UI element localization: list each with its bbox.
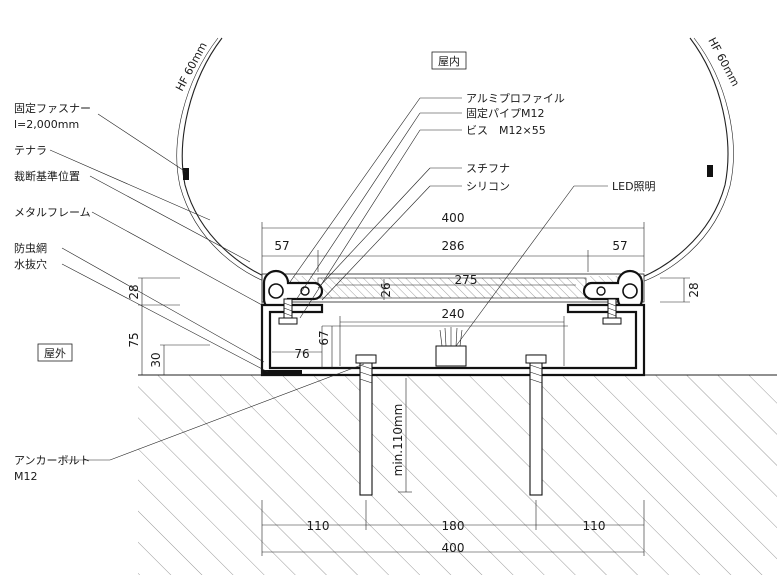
dim-left-28: 28	[127, 284, 141, 299]
drain-hole-label: 水抜穴	[14, 257, 47, 271]
dim-right-28: 28	[687, 282, 701, 297]
metal-frame	[260, 303, 646, 377]
led-label: LED照明	[612, 180, 656, 193]
dim-inner-67: 67	[317, 330, 331, 345]
leader-lines	[49, 97, 608, 461]
insect-net-label: 防虫網	[14, 241, 47, 255]
dim-bottom-overall: 400	[442, 541, 465, 555]
dim-bottom-110-left: 110	[307, 519, 330, 533]
pipe-profile-right	[582, 269, 644, 313]
dim-bottom-180: 180	[442, 519, 465, 533]
dim-top-overall: 400	[442, 211, 465, 225]
anchor-bolt-label: アンカーボルト	[14, 454, 91, 467]
cut-line-label: 裁断基準位置	[14, 169, 80, 183]
fixed-pipe-label: 固定パイプM12	[466, 106, 545, 120]
anchor-bolt-left	[355, 354, 377, 496]
anchor-bolt-size-label: M12	[14, 470, 38, 483]
indoor-box	[431, 51, 467, 70]
pipe-profile-left	[262, 269, 324, 313]
dim-right-57: 57	[612, 239, 627, 253]
dim-anchor-depth: min.110mm	[391, 404, 405, 477]
led-light	[435, 327, 467, 367]
stifuna-label: スチフナ	[466, 162, 510, 175]
dim-left-57: 57	[274, 239, 289, 253]
outdoor-label: 屋外	[44, 347, 66, 360]
screw-left	[278, 298, 298, 325]
screw-label: ビス M12×55	[466, 124, 546, 137]
fastener-mark-left	[183, 168, 189, 180]
dim-left-75: 75	[127, 332, 141, 347]
dim-inner-240: 240	[442, 307, 465, 321]
fastener-mark-right	[707, 165, 713, 177]
dim-inner-275: 275	[455, 273, 478, 287]
silicone-label: シリコン	[466, 180, 510, 193]
screw-right	[602, 298, 622, 325]
fastener-label: 固定ファスナー	[14, 101, 91, 115]
dim-left-30: 30	[149, 352, 163, 367]
aluminum-profile-label: アルミプロファイル	[466, 92, 565, 105]
indoor-label: 屋内	[438, 54, 460, 68]
ground	[138, 374, 777, 575]
outdoor-box	[37, 343, 73, 362]
anchor-bolt-right	[525, 354, 547, 496]
dim-height-26: 26	[379, 282, 393, 297]
fabric-label-right: HF 60mm	[705, 35, 742, 88]
metal-frame-label: メタルフレーム	[14, 206, 91, 219]
dim-center-286: 286	[442, 239, 465, 253]
dimension-lines	[138, 222, 690, 556]
fabric-membrane	[176, 37, 734, 283]
tenara-label: テナラ	[14, 144, 47, 157]
dim-inner-76: 76	[294, 347, 309, 361]
dim-bottom-110-right: 110	[583, 519, 606, 533]
fastener-length-label: l=2,000mm	[14, 118, 79, 131]
